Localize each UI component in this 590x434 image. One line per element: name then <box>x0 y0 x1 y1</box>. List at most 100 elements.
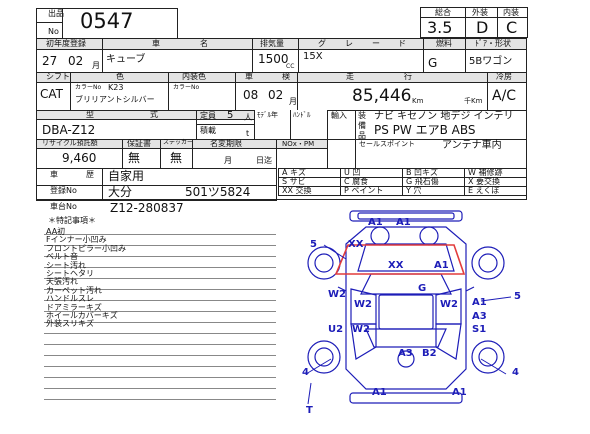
sticker: 無 <box>170 151 183 165</box>
damage-label-a1-right: A1 <box>472 297 487 308</box>
note-item: ホイールカバーキズ <box>46 311 118 320</box>
damage-label-five-right: 5 <box>514 291 521 302</box>
name-change-label: 名変期限 <box>210 139 242 148</box>
note-line <box>44 289 276 290</box>
reg-label: 初年度登録 <box>46 39 86 48</box>
color-no-prefix: カラーNo <box>75 84 102 91</box>
note-line <box>44 355 276 356</box>
displacement-label: 排気量 <box>260 39 284 48</box>
lot-label: 出品 <box>48 9 64 18</box>
notes-title: ＊特記事項＊ <box>48 216 96 225</box>
equipment-line-1: ナビ キセノン 地デジ インテリ <box>374 111 514 122</box>
km-unit: Km <box>412 97 424 105</box>
name-label-2: 名 <box>200 39 208 48</box>
note-line <box>44 333 276 334</box>
handle-label: ﾊﾝﾄﾞﾙ <box>293 111 311 119</box>
model-label: 型 <box>86 110 94 119</box>
name-label: 車 <box>152 39 160 48</box>
name-change-month: 月 <box>224 156 232 165</box>
import-label: 輸入 <box>331 111 347 120</box>
model: DBA-Z12 <box>42 123 96 137</box>
shift: CAT <box>40 87 63 101</box>
lot-label-no: No <box>48 27 59 36</box>
ac-label: 冷房 <box>496 72 512 81</box>
fuel-label: 燃料 <box>436 39 452 48</box>
legend-item: W 補修跡 <box>468 168 503 177</box>
damage-label-a3-bottom: A3 <box>398 348 413 359</box>
inspection-month: 02 <box>268 88 284 102</box>
note-item: カーペット汚れ <box>46 285 102 295</box>
history-label-2: 歴 <box>86 170 94 179</box>
frame-label: 車台No <box>50 202 77 211</box>
damage-label-four-right: 4 <box>512 367 519 378</box>
damage-label-rear-a1-right: A1 <box>452 387 467 398</box>
damage-label-b2: B2 <box>422 348 437 359</box>
note-line <box>44 267 276 268</box>
legend-item: C 腐食 <box>344 177 369 186</box>
damage-label-w2-right: W2 <box>440 299 458 310</box>
color-name: ブリリアントシルバー <box>75 95 155 104</box>
grade-label-1: グ <box>318 39 326 48</box>
equipment-label: 装備品 <box>358 111 366 140</box>
history: 自家用 <box>108 169 145 183</box>
damage-label-w2-left: W2 <box>328 289 346 300</box>
capacity-label: 定員 <box>200 111 216 120</box>
legend-item: B 凹キズ <box>406 168 439 177</box>
damage-label-top-a1-right: A1 <box>396 217 411 228</box>
color-no: K23 <box>108 83 124 92</box>
legend-item: Y 穴 <box>406 186 422 195</box>
plate-label: 登録No <box>50 186 77 195</box>
inspection-year: 08 <box>243 88 259 102</box>
note-item: フロントピラー小凹み <box>46 243 126 253</box>
plate-area: 大分 <box>108 185 133 199</box>
warranty-label: 保証書 <box>127 139 151 148</box>
shift-label: シフト <box>46 72 70 81</box>
ton-unit: t <box>246 129 250 138</box>
reg-month-unit: 月 <box>92 61 100 70</box>
note-line <box>44 344 276 345</box>
person-unit: 人 <box>244 113 252 122</box>
overall-score: 3.5 <box>427 18 453 37</box>
mileage-label: 走 <box>346 72 354 81</box>
interior-color-label: 内装色 <box>182 72 206 81</box>
damage-label-rear-a1-left: A1 <box>372 387 387 398</box>
damage-label-top-a1-left: A1 <box>368 217 383 228</box>
note-item: ドアミラーキズ <box>46 302 102 312</box>
note-line <box>44 300 276 301</box>
fuel: G <box>428 56 438 70</box>
color-label: 色 <box>116 72 124 81</box>
grade-label-3: ー <box>372 39 380 48</box>
legend-item: G 飛石傷 <box>406 177 439 186</box>
legend-item: P ペイント <box>344 186 384 195</box>
damage-label-w2-lower: W2 <box>352 324 370 335</box>
inspection-month-unit: 月 <box>289 97 297 106</box>
frame-number: Z12-280837 <box>110 201 184 215</box>
inspection-label-2: 検 <box>282 72 290 81</box>
legend-item: A キズ <box>282 168 307 177</box>
note-line <box>44 377 276 378</box>
note-item: 外装スリキズ <box>46 319 94 329</box>
nox-label: NOx・PM <box>282 140 315 148</box>
note-item: ベルト音 <box>46 252 78 262</box>
reg-month: 02 <box>68 54 84 68</box>
note-item: シート汚れ <box>46 260 86 270</box>
warranty: 無 <box>128 151 141 165</box>
overall-label: 総合 <box>435 8 451 17</box>
plate-number: 501ツ5824 <box>185 185 251 199</box>
damage-label-four-left: 4 <box>302 367 309 378</box>
history-label: 車 <box>50 170 58 179</box>
legend-item: XX 交換 <box>282 186 312 195</box>
car-name: キューブ <box>106 54 146 65</box>
note-item: 天張汚れ <box>46 277 78 287</box>
cc-unit: CC <box>286 63 295 70</box>
displacement: 1500 <box>258 52 289 66</box>
damage-label-u2: U2 <box>328 324 343 335</box>
interior-score-label: 内装 <box>503 8 519 17</box>
sticker-label: ステッカー <box>163 139 194 146</box>
note-line <box>44 366 276 367</box>
sales-point: アンテナ車内 <box>442 140 502 151</box>
body-type: 5Bワゴン <box>469 56 513 67</box>
damage-label-w2-mid: W2 <box>354 299 372 310</box>
damage-label-hood-a1: A1 <box>434 260 449 271</box>
damage-label-front-xx: XX <box>348 239 364 250</box>
